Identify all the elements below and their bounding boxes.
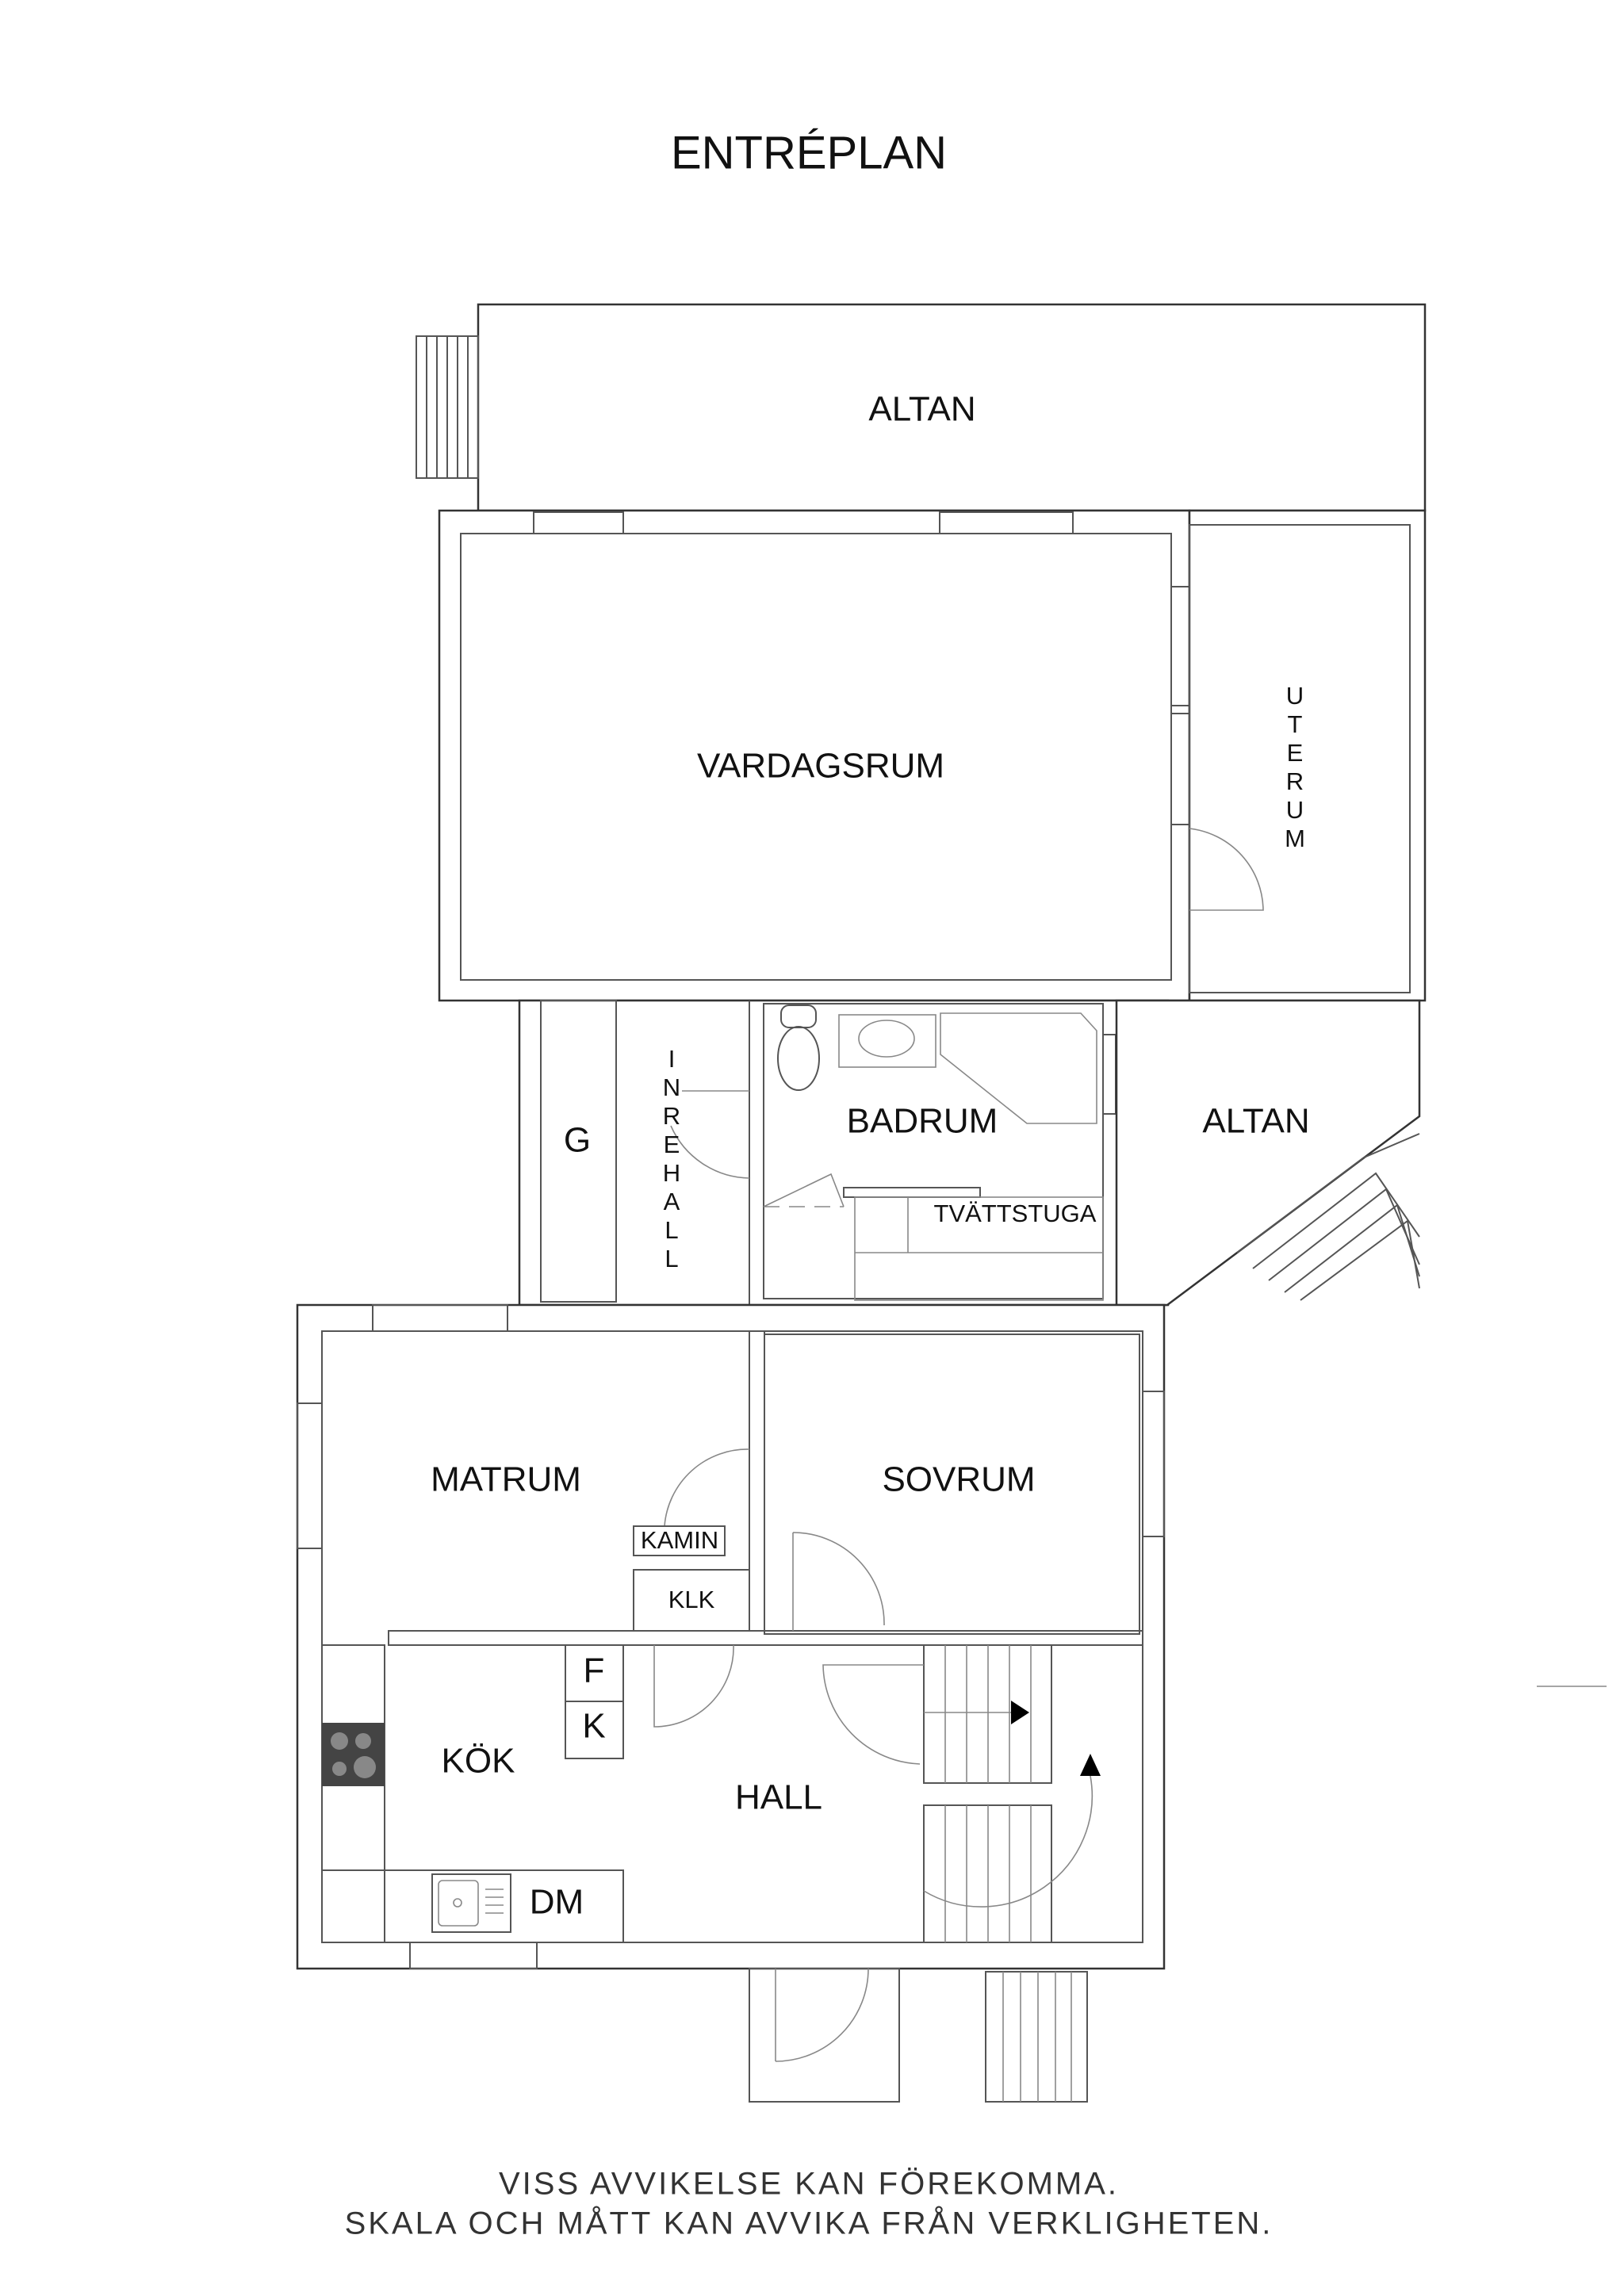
label-vardagsrum: VARDAGSRUM xyxy=(697,747,944,786)
svg-text:H: H xyxy=(663,1159,680,1187)
door-swing xyxy=(664,1448,750,1527)
sink-icon xyxy=(431,1873,511,1933)
svg-text:M: M xyxy=(1285,825,1305,852)
window xyxy=(533,511,624,534)
tvattstuga-area xyxy=(854,1196,1104,1301)
window xyxy=(1142,1391,1165,1537)
label-dm: DM xyxy=(530,1883,584,1922)
svg-text:I: I xyxy=(668,1045,676,1073)
door-swing xyxy=(792,1532,885,1631)
toilet-icon xyxy=(777,1004,820,1091)
door-swing xyxy=(763,1173,845,1207)
kamin xyxy=(633,1525,726,1556)
svg-text:E: E xyxy=(664,1131,680,1158)
vardagsrum-walls xyxy=(438,509,1191,1002)
altan-right-stairs xyxy=(1236,1133,1420,1301)
door-swing xyxy=(653,1644,734,1728)
wall xyxy=(388,1630,1143,1646)
label-altan-right: ALTAN xyxy=(1202,1102,1309,1141)
entrance-porch xyxy=(749,1968,900,2103)
label-uterum: U T E R U M xyxy=(1285,682,1305,852)
uterum-floor xyxy=(1189,524,1411,993)
window xyxy=(939,511,1074,534)
plan-title: ENTRÉPLAN xyxy=(671,127,947,178)
svg-text:T: T xyxy=(1288,710,1303,738)
middle-walls xyxy=(518,999,1170,1307)
svg-text:R: R xyxy=(1286,767,1304,795)
altan-top-stairs xyxy=(416,335,479,479)
svg-text:N: N xyxy=(663,1073,680,1101)
badrum-floor xyxy=(763,1003,1104,1299)
label-altan-top: ALTAN xyxy=(868,390,975,429)
label-g: G xyxy=(564,1121,591,1160)
window xyxy=(372,1304,508,1332)
shower-icon xyxy=(940,1012,1097,1124)
label-inrehall: I N R E H A L L xyxy=(663,1045,680,1272)
uterum-walls xyxy=(1188,509,1427,1002)
label-tvattstuga: TVÄTTSTUGA xyxy=(934,1200,1097,1227)
arrow-up-icon xyxy=(1080,1754,1101,1776)
klk-closet xyxy=(633,1569,750,1632)
label-kok: KÖK xyxy=(442,1742,515,1781)
staircase xyxy=(923,1644,1101,1943)
entrance-stairs xyxy=(985,1971,1088,2103)
disclaimer-line-2: SKALA OCH MÅTT KAN AVVIKA FRÅN VERKLIGHE… xyxy=(345,2206,1274,2241)
lower-walls xyxy=(296,1303,1166,1970)
label-badrum: BADRUM xyxy=(847,1102,998,1141)
kitchen-counter xyxy=(384,1869,624,1943)
window xyxy=(297,1402,323,1549)
svg-text:U: U xyxy=(1286,682,1304,710)
g-closet xyxy=(540,1000,617,1303)
label-f: F xyxy=(584,1651,605,1690)
door-swing xyxy=(670,1090,750,1179)
label-sovrum: SOVRUM xyxy=(882,1460,1035,1499)
label-hall: HALL xyxy=(735,1778,822,1817)
label-kamin: KAMIN xyxy=(641,1526,718,1554)
svg-text:U: U xyxy=(1286,796,1304,824)
door-swing xyxy=(822,1664,924,1765)
sovrum-floor xyxy=(764,1334,1140,1635)
svg-text:L: L xyxy=(665,1245,678,1272)
label-klk: KLK xyxy=(668,1586,715,1613)
svg-text:E: E xyxy=(1287,739,1304,767)
label-matrum: MATRUM xyxy=(431,1460,581,1499)
disclaimer-line-1: VISS AVVIKELSE KAN FÖREKOMMA. xyxy=(499,2167,1119,2202)
svg-text:R: R xyxy=(663,1102,680,1130)
svg-text:A: A xyxy=(664,1188,680,1215)
door-swing xyxy=(775,1968,869,2062)
arrow-right-icon xyxy=(1011,1701,1029,1724)
label-k: K xyxy=(582,1707,605,1746)
svg-text:L: L xyxy=(665,1216,678,1244)
door-swing xyxy=(1189,828,1264,911)
altan-top-deck xyxy=(416,303,1427,512)
stove-icon xyxy=(322,1723,385,1786)
sink-icon xyxy=(838,1014,936,1068)
